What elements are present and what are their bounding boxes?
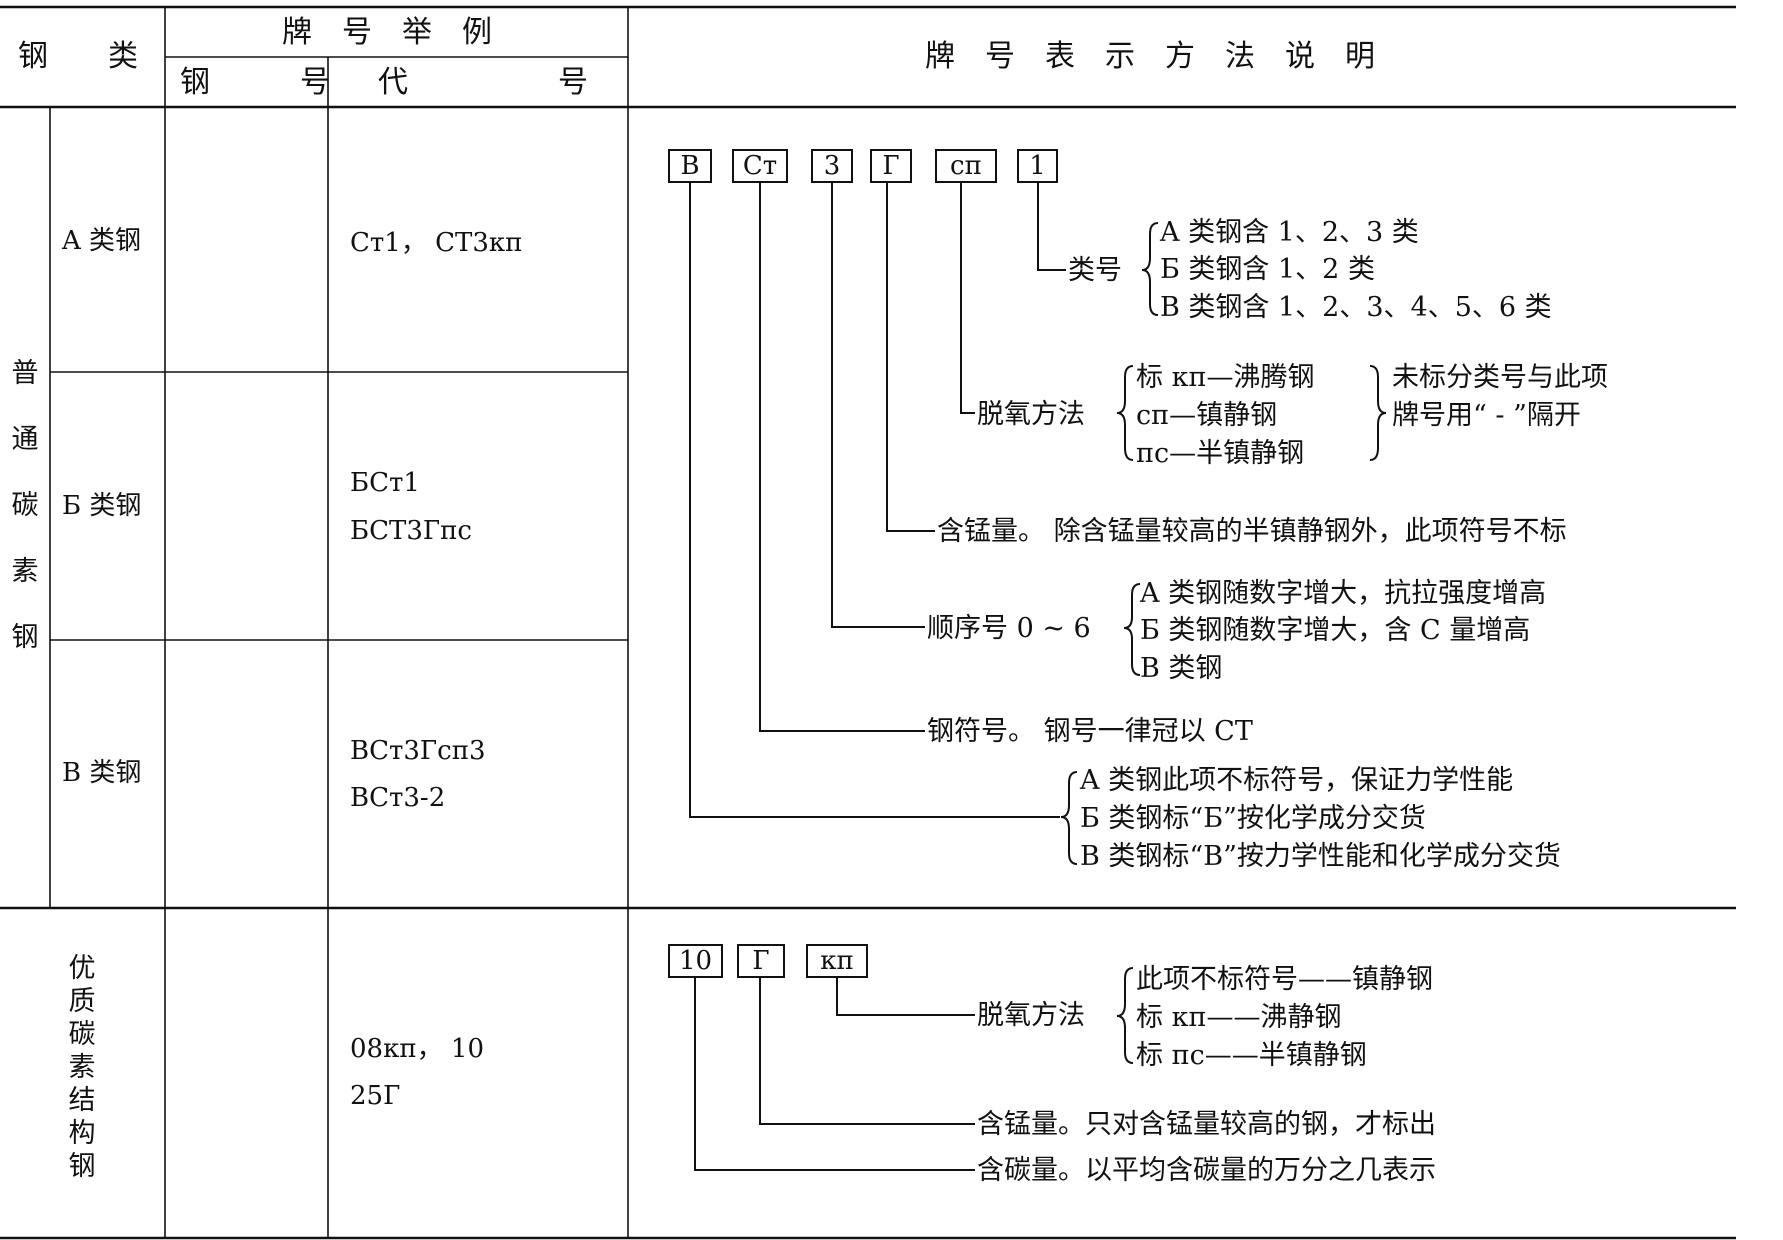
steel-symbol-note: 钢符号。 钢号一律冠以 CT (927, 716, 1253, 747)
grade-box-carbon: 10 (668, 944, 723, 978)
row-code-class-v-2: ВСт3-2 (350, 783, 446, 813)
deox-note: 未标分类号与此项 (1392, 362, 1608, 393)
quality-carbon-note: 含碳量。以平均含碳量的万分之几表示 (977, 1155, 1436, 1186)
grade-box-supply: B (668, 149, 712, 183)
quality-title-char: 钢 (68, 1151, 96, 1182)
quality-title-char: 碳 (68, 1019, 96, 1050)
header-steel-class: 钢 类 (18, 39, 138, 74)
ordinary-title-char: 素 (11, 556, 39, 587)
quality-deox-item: 标 кп——沸静钢 (1136, 1002, 1342, 1033)
ordinary-title-char: 通 (11, 424, 39, 455)
header-steel-no: 钢 号 (180, 65, 330, 100)
grade-box-manganese: Г (737, 944, 785, 978)
manganese-note: 含锰量。 除含锰量较高的半镇静钢外，此项符号不标 (937, 516, 1567, 547)
deox-note: 牌号用“ - ”隔开 (1392, 400, 1581, 431)
row-label-class-b: Б 类钢 (62, 491, 142, 521)
quality-title-char: 素 (68, 1052, 96, 1083)
header-grade-examples: 牌 号 举 例 (282, 15, 492, 50)
deox-item: 标 кп—沸腾钢 (1136, 362, 1315, 393)
row-code-class-b-1: БСт1 (350, 468, 420, 498)
row-code-class-v-1: ВСт3Гсп3 (350, 736, 486, 766)
grade-box-deoxidation: сп (935, 149, 997, 183)
ordinary-title-char: 普 (11, 358, 39, 389)
supply-note: A 类钢此项不标符号，保证力学性能 (1080, 765, 1514, 796)
quality-deox-label: 脱氧方法 (977, 1000, 1085, 1031)
grade-box-class-no: 1 (1017, 149, 1058, 183)
row-code-class-a: Ст1， СТ3кп (350, 228, 523, 258)
deox-label: 脱氧方法 (977, 399, 1085, 430)
row-label-class-v: B 类钢 (62, 758, 142, 788)
quality-title-char: 构 (68, 1118, 96, 1149)
header-code: 代 号 (378, 65, 588, 100)
quality-code: 08кп， 10 (350, 1034, 485, 1064)
quality-deox-item: 标 пс——半镇静钢 (1136, 1040, 1367, 1071)
grade-box-sequence: 3 (811, 149, 853, 183)
quality-deox-item: 此项不标符号——镇静钢 (1136, 964, 1433, 995)
sequence-item: A 类钢随数字增大，抗拉强度增高 (1140, 578, 1547, 609)
quality-title-char: 结 (68, 1085, 96, 1116)
row-code-class-b-2: БСТ3Гпс (350, 516, 472, 546)
supply-note: B 类钢标“B”按力学性能和化学成分交货 (1080, 841, 1561, 872)
sequence-label: 顺序号 0 ~ 6 (927, 613, 1091, 644)
class-no-item: Б 类钢含 1、2 类 (1160, 254, 1375, 285)
quality-steel-title: 优 质 碳 素 结 构 钢 (67, 955, 97, 1186)
ordinary-title-char: 钢 (11, 622, 39, 653)
sequence-item: Б 类钢随数字增大，含 C 量增高 (1140, 615, 1531, 646)
grade-box-manganese: Г (870, 149, 912, 183)
supply-note: Б 类钢标“Б”按化学成分交货 (1080, 803, 1426, 834)
grade-box-steel-symbol: Ст (732, 149, 788, 183)
quality-manganese-note: 含锰量。只对含锰量较高的钢，才标出 (977, 1109, 1436, 1140)
sequence-item: B 类钢 (1140, 653, 1223, 684)
ordinary-title-char: 碳 (11, 490, 39, 521)
grade-box-deoxidation: кп (806, 944, 868, 978)
ordinary-steel-title: 普 通 碳 素 钢 (10, 360, 40, 690)
class-no-item: A 类钢含 1、2、3 类 (1160, 217, 1419, 248)
header-method: 牌 号 表 示 方 法 说 明 (925, 39, 1375, 74)
row-label-class-a: A 类钢 (62, 226, 142, 256)
class-no-label: 类号 (1068, 255, 1122, 286)
quality-title-char: 质 (68, 986, 96, 1017)
class-no-item: B 类钢含 1、2、3、4、5、6 类 (1160, 292, 1552, 323)
quality-title-char: 优 (68, 953, 96, 984)
deox-item: пс—半镇静钢 (1136, 438, 1305, 469)
deox-item: сп—镇静钢 (1136, 400, 1278, 431)
quality-code: 25Г (350, 1081, 401, 1111)
